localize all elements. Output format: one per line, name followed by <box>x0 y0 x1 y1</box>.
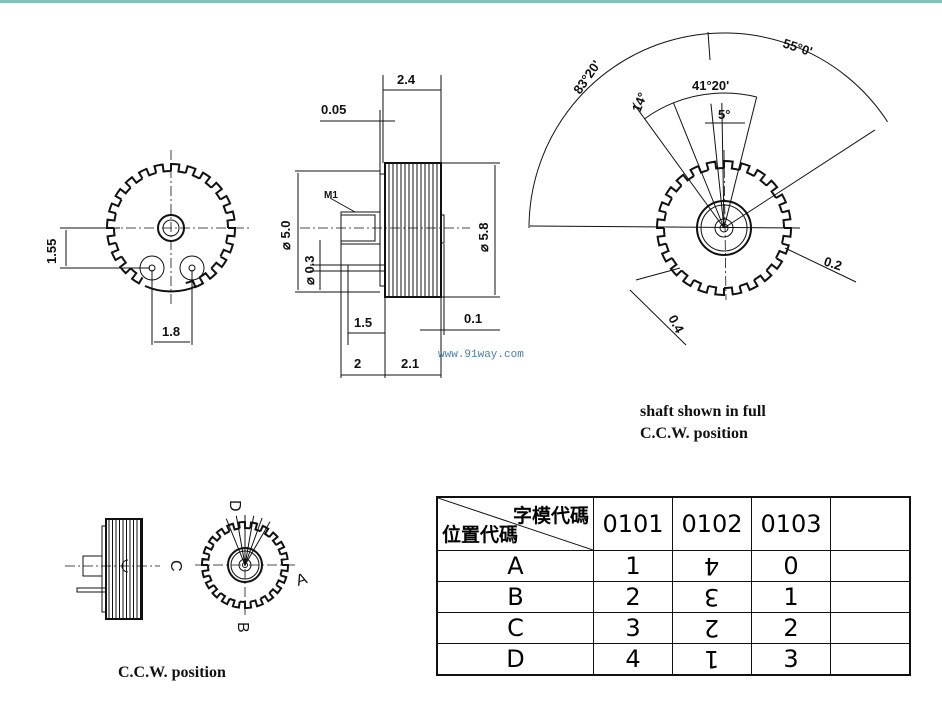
line <box>225 518 246 566</box>
watermark: www.91way.com <box>438 349 524 361</box>
cell <box>830 612 911 644</box>
label-m1: M1 <box>324 190 338 201</box>
cell: 1 <box>672 643 752 676</box>
cell: 2 <box>593 581 673 613</box>
cell <box>830 581 911 613</box>
code-table: 字模代碼 位置代碼 0101 0102 0103 A 1 4 0 B 2 3 1… <box>436 496 911 676</box>
table-row: C 3 2 2 <box>436 612 911 644</box>
position-label-c: C <box>167 560 184 572</box>
line <box>244 515 255 566</box>
terminal-pin <box>347 264 386 272</box>
dim-dia-5-8: ⌀ 5.8 <box>476 222 491 252</box>
cell-flipped: 3 <box>704 583 720 611</box>
line <box>629 289 687 346</box>
line <box>707 31 711 61</box>
cell: 3 <box>593 612 673 644</box>
line <box>784 247 857 283</box>
position-label-b: B <box>234 622 251 633</box>
cell: 2 <box>751 612 831 644</box>
table-row: D 4 1 3 <box>436 643 911 676</box>
cell: 3 <box>672 581 752 613</box>
small-gear-outline <box>200 520 290 610</box>
dim-1-8: 1.8 <box>162 324 180 339</box>
angle-view: 83°20' 55°0' 41°20' 14° 5° 0.2 0.4 <box>528 31 888 346</box>
cell-flipped: 2 <box>704 614 720 642</box>
dim-0-2: 0.2 <box>822 254 844 274</box>
row-position: D <box>436 643 594 676</box>
line <box>672 102 725 229</box>
dim-1-55: 1.55 <box>44 239 59 264</box>
row-position: B <box>436 581 594 613</box>
column-header <box>830 496 911 551</box>
dim-angle-83-20: 83°20' <box>570 58 604 97</box>
cell: 3 <box>751 643 831 676</box>
top-border <box>0 0 942 3</box>
line <box>635 267 681 281</box>
cell: 2 <box>672 612 752 644</box>
cell: 4 <box>672 550 752 582</box>
line <box>723 96 758 229</box>
dim-0-1: 0.1 <box>464 311 482 326</box>
arc-41-20 <box>673 92 757 104</box>
cell: 1 <box>593 550 673 582</box>
row-position: A <box>436 550 594 582</box>
line <box>235 515 246 566</box>
line <box>244 521 271 566</box>
line <box>721 103 725 229</box>
front-view: 1.55 1.8 <box>44 150 252 345</box>
small-front-view: C D A B <box>167 500 310 633</box>
dim-0-05: 0.05 <box>321 102 346 117</box>
line <box>710 103 725 229</box>
dim-angle-41-20: 41°20' <box>692 78 729 93</box>
cell: 0 <box>751 550 831 582</box>
line <box>244 517 263 566</box>
position-label-d: D <box>226 500 243 512</box>
dim-0-4: 0.4 <box>665 312 687 336</box>
angle-gear-outline <box>655 159 793 297</box>
header-char-code: 字模代碼 <box>512 505 589 527</box>
dim-2: 2 <box>354 356 361 371</box>
dim-angle-55-0: 55°0' <box>781 36 814 60</box>
dim-dia-5-0: ⌀ 5.0 <box>278 220 293 250</box>
column-header: 0102 <box>672 496 752 551</box>
arc-83-20-55-0 <box>528 32 888 229</box>
column-header: 0101 <box>593 496 673 551</box>
bottom-caption: C.C.W. position <box>118 664 226 681</box>
dim-angle-14: 14° <box>629 90 650 114</box>
header-position-code: 位置代碼 <box>442 524 519 546</box>
arc-14 <box>644 102 674 120</box>
dim-2-4: 2.4 <box>397 72 416 87</box>
line <box>632 102 725 229</box>
cell <box>830 643 911 676</box>
cell-flipped: 4 <box>704 552 720 580</box>
dim-1-5: 1.5 <box>354 315 372 330</box>
cell <box>830 550 911 582</box>
cell: 4 <box>593 643 673 676</box>
column-header: 0103 <box>751 496 831 551</box>
cell-flipped: 1 <box>704 645 720 673</box>
side-view: 2.4 0.05 M1 ⌀ 5.0 ⌀ 0.3 ⌀ 5.8 1.5 0.1 2 … <box>278 72 500 378</box>
line <box>723 129 876 229</box>
note-shaft-line2: C.C.W. position <box>640 425 748 442</box>
small-side-view <box>65 518 160 620</box>
cell: 1 <box>751 581 831 613</box>
corner-header: 字模代碼 位置代碼 <box>436 496 594 551</box>
table-row: A 1 4 0 <box>436 550 911 582</box>
front-gear-outline <box>105 162 237 293</box>
dim-angle-5: 5° <box>718 107 730 122</box>
dim-2-1: 2.1 <box>401 356 419 371</box>
table-header-row: 字模代碼 位置代碼 0101 0102 0103 <box>436 496 911 551</box>
dim-dia-0-3: ⌀ 0.3 <box>302 255 317 285</box>
row-position: C <box>436 612 594 644</box>
note-shaft-line1: shaft shown in full <box>640 403 766 420</box>
table-row: B 2 3 1 <box>436 581 911 613</box>
position-label-a: A <box>294 570 310 590</box>
